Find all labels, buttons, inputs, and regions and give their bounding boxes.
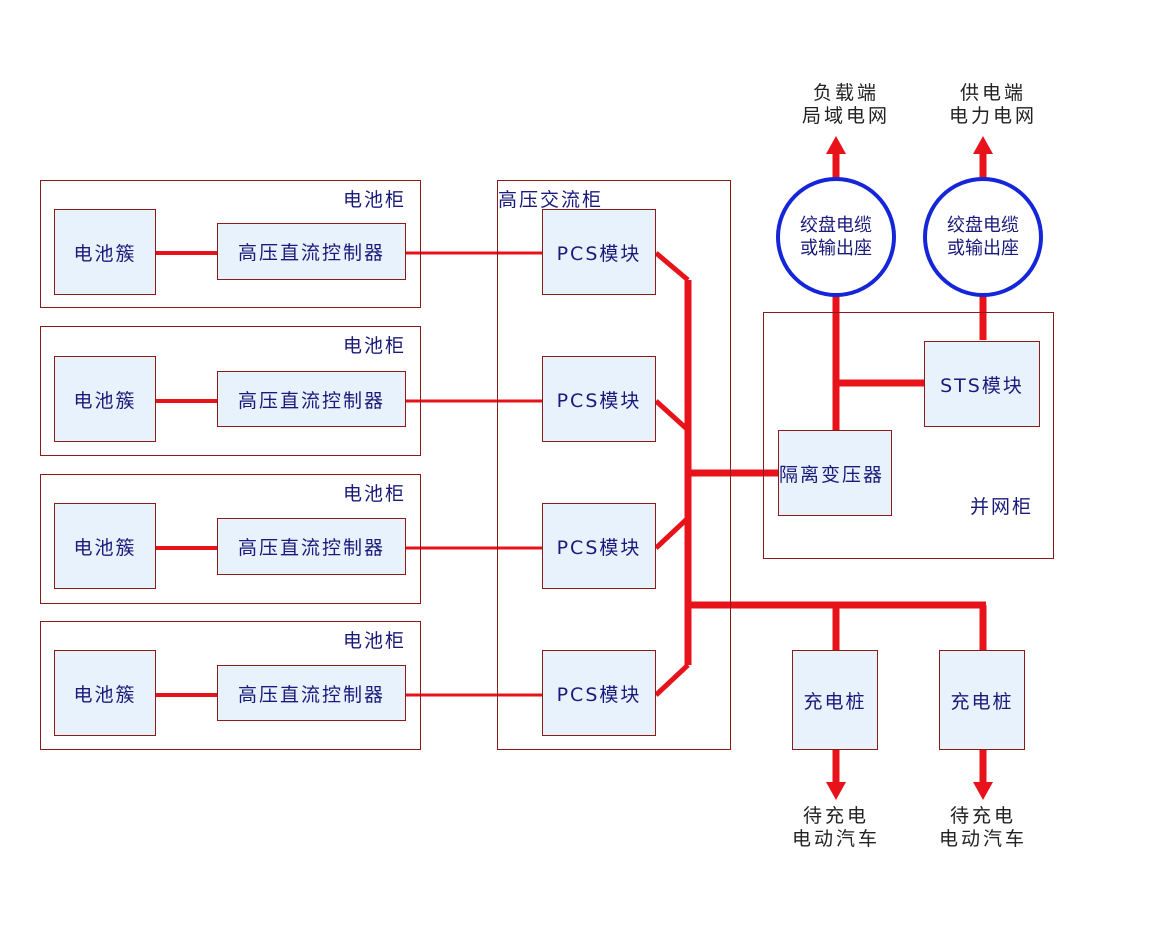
- wire-pcs-bus-1: [654, 251, 690, 282]
- wire-pcs-bus-3: [654, 516, 690, 550]
- hv-dc-controller-4: 高压直流控制器: [217, 665, 406, 721]
- ev-target-1: 待充电 电动汽车: [766, 805, 906, 851]
- wire-pcs-bus-4: [654, 663, 690, 697]
- hv-ac-cabinet-label: 高压交流柜: [498, 189, 604, 211]
- battery-cluster-4: 电池簇: [54, 650, 156, 736]
- destination-supply-side-line-1: 供电端: [959, 82, 1026, 104]
- grid-cabinet: 并网柜: [763, 312, 1054, 559]
- grid-cabinet-label: 并网柜: [970, 496, 1034, 518]
- output-circle-2: [923, 177, 1043, 297]
- charging-pile-2: 充电桩: [939, 650, 1025, 750]
- output-circle-2-line-2: 或输出座: [947, 238, 1019, 259]
- wire-pcs-bus-2: [654, 399, 690, 432]
- battery-cabinet-label: 电池柜: [342, 630, 406, 652]
- battery-cabinet-1: 电池柜: [40, 180, 421, 308]
- destination-load-side-line-2: 局域电网: [801, 105, 890, 127]
- ev-target-1-line-1: 待充电: [802, 805, 869, 827]
- sts-module: STS模块: [924, 341, 1040, 427]
- battery-cabinet-4: 电池柜: [40, 621, 421, 750]
- battery-cluster-1: 电池簇: [54, 209, 156, 295]
- battery-cabinet-label: 电池柜: [342, 483, 406, 505]
- pcs-module-4: PCS模块: [542, 650, 656, 736]
- arrow-down-head-1: [826, 782, 846, 800]
- arrow-down-head-2: [973, 782, 993, 800]
- output-circle-1-line-1: 绞盘电缆: [800, 215, 872, 236]
- output-circle-1-line-2: 或输出座: [800, 238, 872, 259]
- output-circle-2-line-1: 绞盘电缆: [947, 215, 1019, 236]
- battery-cabinet-label: 电池柜: [342, 335, 406, 357]
- hv-dc-controller-1: 高压直流控制器: [217, 223, 406, 280]
- destination-supply-side: 供电端 电力电网: [923, 82, 1063, 128]
- hv-dc-controller-3: 高压直流控制器: [217, 518, 406, 575]
- isolation-transformer: 隔离变压器: [778, 430, 892, 516]
- arrow-up-head-1: [826, 136, 846, 154]
- battery-cluster-2: 电池簇: [54, 356, 156, 442]
- pcs-module-1: PCS模块: [542, 209, 656, 295]
- output-circle-1-text: 绞盘电缆 或输出座: [776, 214, 896, 260]
- output-circle-1: [776, 177, 896, 297]
- destination-load-side: 负载端 局域电网: [776, 82, 916, 128]
- battery-cabinet-3: 电池柜: [40, 474, 421, 604]
- hv-dc-controller-2: 高压直流控制器: [217, 371, 406, 427]
- ev-target-2-line-2: 电动汽车: [938, 828, 1027, 850]
- pcs-module-2: PCS模块: [542, 356, 656, 442]
- hv-ac-cabinet: 高压交流柜: [497, 180, 731, 750]
- ev-target-2: 待充电 电动汽车: [913, 805, 1053, 851]
- battery-cluster-3: 电池簇: [54, 503, 156, 589]
- pcs-module-3: PCS模块: [542, 503, 656, 589]
- battery-cabinet-2: 电池柜: [40, 326, 421, 456]
- arrow-up-head-2: [973, 136, 993, 154]
- charging-pile-1: 充电桩: [792, 650, 878, 750]
- ev-target-2-line-1: 待充电: [949, 805, 1016, 827]
- output-circle-2-text: 绞盘电缆 或输出座: [923, 214, 1043, 260]
- battery-cabinet-label: 电池柜: [342, 189, 406, 211]
- ev-target-1-line-2: 电动汽车: [791, 828, 880, 850]
- destination-load-side-line-1: 负载端: [812, 82, 879, 104]
- destination-supply-side-line-2: 电力电网: [948, 105, 1037, 127]
